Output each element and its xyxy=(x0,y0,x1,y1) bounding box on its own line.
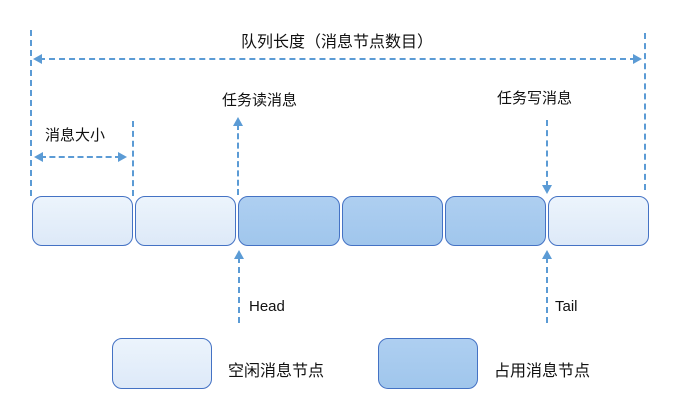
legend-occupied-swatch xyxy=(378,338,478,389)
dashed-line xyxy=(39,58,636,60)
message-size-label: 消息大小 xyxy=(45,127,106,144)
queue-length-title: 队列长度（消息节点数目） xyxy=(240,34,433,51)
queue-node xyxy=(444,196,546,246)
queue-node xyxy=(547,196,650,246)
message-size-arrow xyxy=(34,151,127,163)
legend-free-swatch xyxy=(112,338,212,389)
arrowhead-up-icon xyxy=(234,250,244,259)
queue-node xyxy=(135,196,237,246)
arrowhead-down-icon xyxy=(542,185,552,194)
dashed-line xyxy=(40,156,121,158)
tail-label: Tail xyxy=(555,298,578,315)
dashed-line xyxy=(546,120,548,187)
dashed-line xyxy=(238,257,240,323)
task-read-arrow xyxy=(232,117,244,195)
arrowhead-up-icon xyxy=(233,117,243,126)
head-pointer-arrow xyxy=(233,250,245,323)
queue-node xyxy=(32,196,134,246)
head-label: Head xyxy=(249,298,285,315)
dashed-line xyxy=(237,124,239,195)
queue-node xyxy=(341,196,443,246)
left-extent-line xyxy=(30,30,32,196)
task-write-label: 任务写消息 xyxy=(497,90,573,107)
arrowhead-right-icon xyxy=(633,54,642,64)
dashed-line xyxy=(546,257,548,323)
queue-row xyxy=(32,196,650,246)
task-read-label: 任务读消息 xyxy=(222,92,298,109)
arrowhead-left-icon xyxy=(34,152,43,162)
message-size-extent-line xyxy=(132,121,134,196)
arrowhead-right-icon xyxy=(118,152,127,162)
tail-pointer-arrow xyxy=(541,250,553,323)
right-extent-line xyxy=(644,33,646,190)
legend-free-label: 空闲消息节点 xyxy=(228,363,325,380)
arrowhead-left-icon xyxy=(33,54,42,64)
queue-node xyxy=(238,196,340,246)
arrowhead-up-icon xyxy=(542,250,552,259)
queue-length-arrow xyxy=(33,53,642,65)
legend-occupied-label: 占用消息节点 xyxy=(494,363,591,380)
task-write-arrow xyxy=(541,120,553,194)
